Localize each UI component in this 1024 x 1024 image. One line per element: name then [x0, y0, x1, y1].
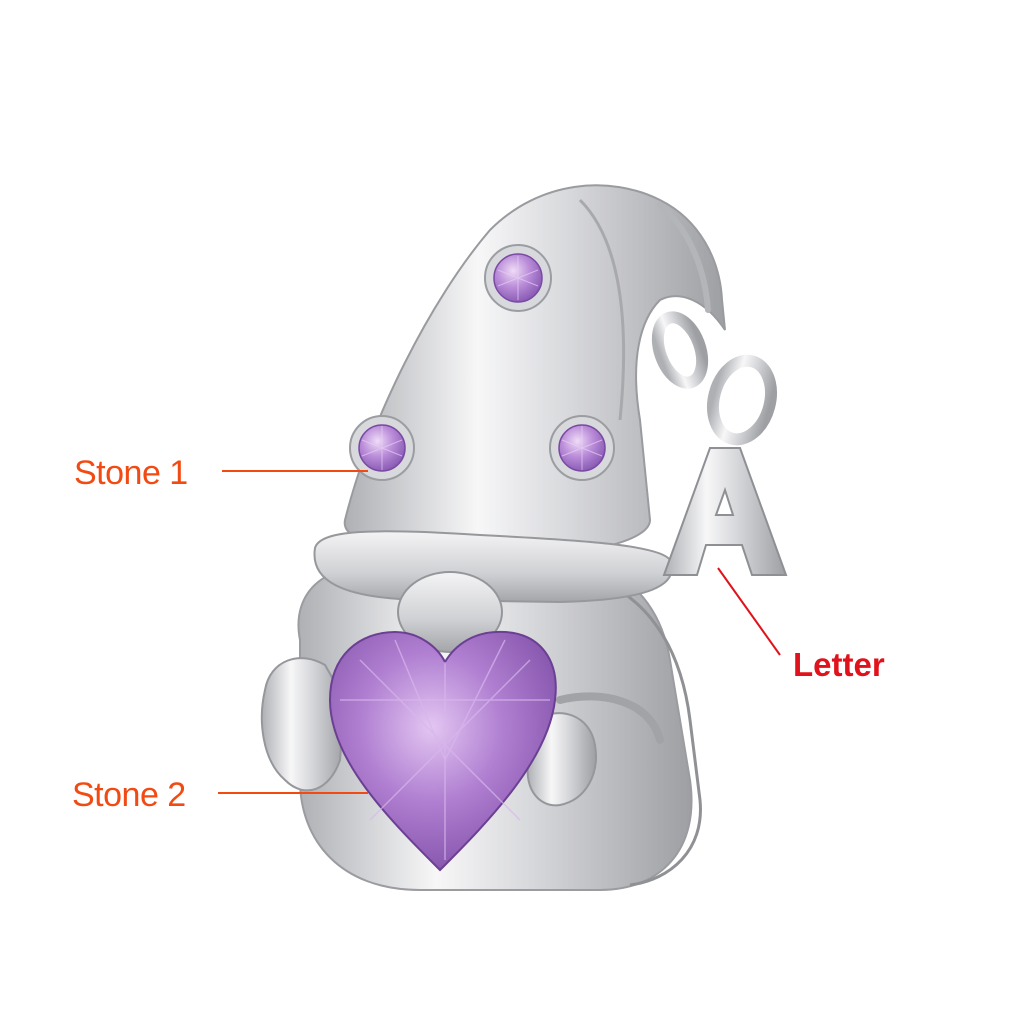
stone2-label: Stone 2 [72, 778, 186, 812]
letter-pendant [662, 447, 788, 576]
hat-stone-top [484, 244, 552, 312]
letter-leader-line [717, 567, 781, 656]
hat-stone-left [349, 415, 415, 481]
hat-stone-right [549, 415, 615, 481]
letter-label-text: Letter [793, 646, 885, 683]
jump-ring-2 [707, 354, 777, 446]
jump-ring-1 [651, 311, 709, 389]
left-hand [260, 657, 347, 792]
stone1-label-text: Stone 1 [74, 454, 188, 492]
letter-label: Letter [793, 648, 885, 681]
stone2-label-text: Stone 2 [72, 776, 186, 814]
gnome-nose [397, 571, 503, 653]
stone1-label: Stone 1 [74, 456, 188, 490]
